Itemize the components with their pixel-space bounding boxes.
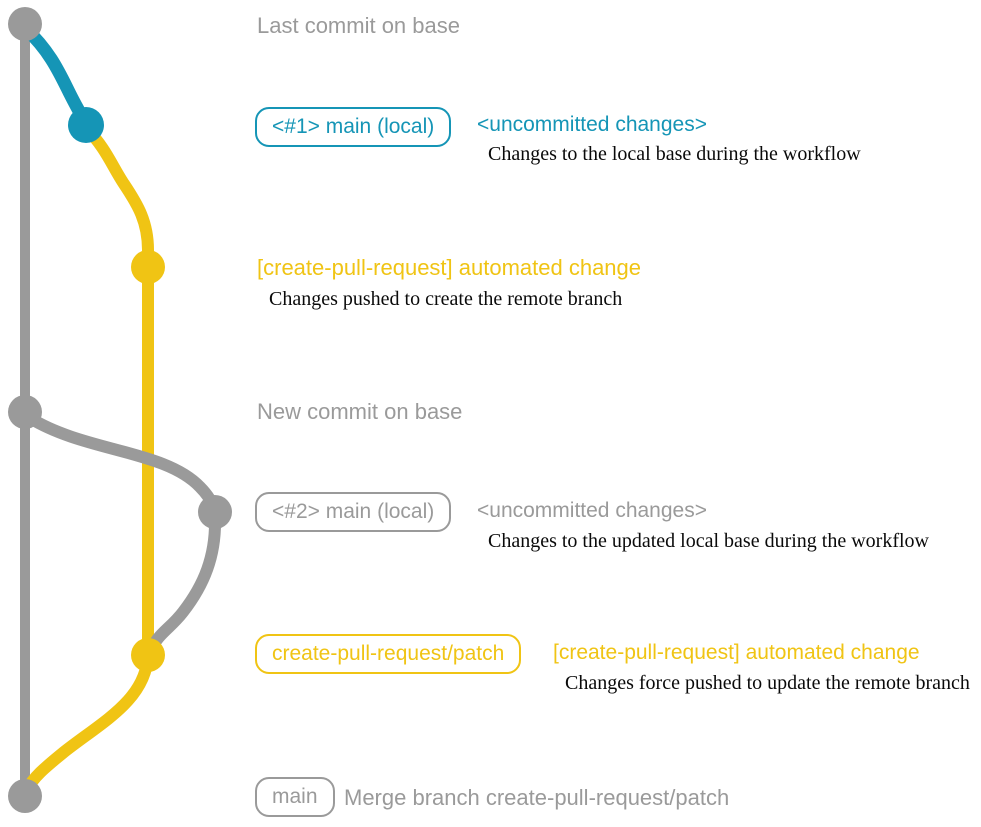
- branch-badge-patch: create-pull-request/patch: [255, 634, 522, 674]
- commit-node-automated-1: [131, 250, 165, 284]
- commit-desc-automated-1: Changes pushed to create the remote bran…: [269, 288, 623, 310]
- commit-desc-uncommitted-1: Changes to the local base during the wor…: [488, 143, 861, 165]
- commit-node-new-base: [8, 395, 42, 429]
- label-last-commit-on-base: Last commit on base: [257, 13, 460, 38]
- branch-badge-main-local-2: <#2> main (local): [255, 492, 452, 532]
- rebase-curve-upper: [26, 412, 221, 514]
- commit-desc-automated-2: Changes force pushed to update the remot…: [565, 672, 970, 694]
- label-new-commit-on-base: New commit on base: [257, 399, 463, 424]
- commit-node-local-1: [68, 107, 104, 143]
- commit-title-automated-2: [create-pull-request] automated change: [553, 641, 920, 664]
- commit-title-uncommitted-1: <uncommitted changes>: [477, 113, 707, 136]
- label-merge-branch: Merge branch create-pull-request/patch: [344, 785, 730, 810]
- branch-badge-main-local-1: <#1> main (local): [255, 107, 452, 147]
- rebase-curve-lower: [145, 517, 222, 654]
- commit-node-automated-2: [131, 638, 165, 672]
- commit-title-automated-1: [create-pull-request] automated change: [257, 255, 642, 280]
- commit-node-last-base: [8, 7, 42, 41]
- commit-node-merge: [8, 779, 42, 813]
- commit-desc-uncommitted-2: Changes to the updated local base during…: [488, 530, 929, 552]
- commit-graph: [8, 7, 232, 813]
- commit-node-local-2: [198, 495, 232, 529]
- branch-badge-main: main: [255, 777, 335, 817]
- commit-title-uncommitted-2: <uncommitted changes>: [477, 499, 707, 522]
